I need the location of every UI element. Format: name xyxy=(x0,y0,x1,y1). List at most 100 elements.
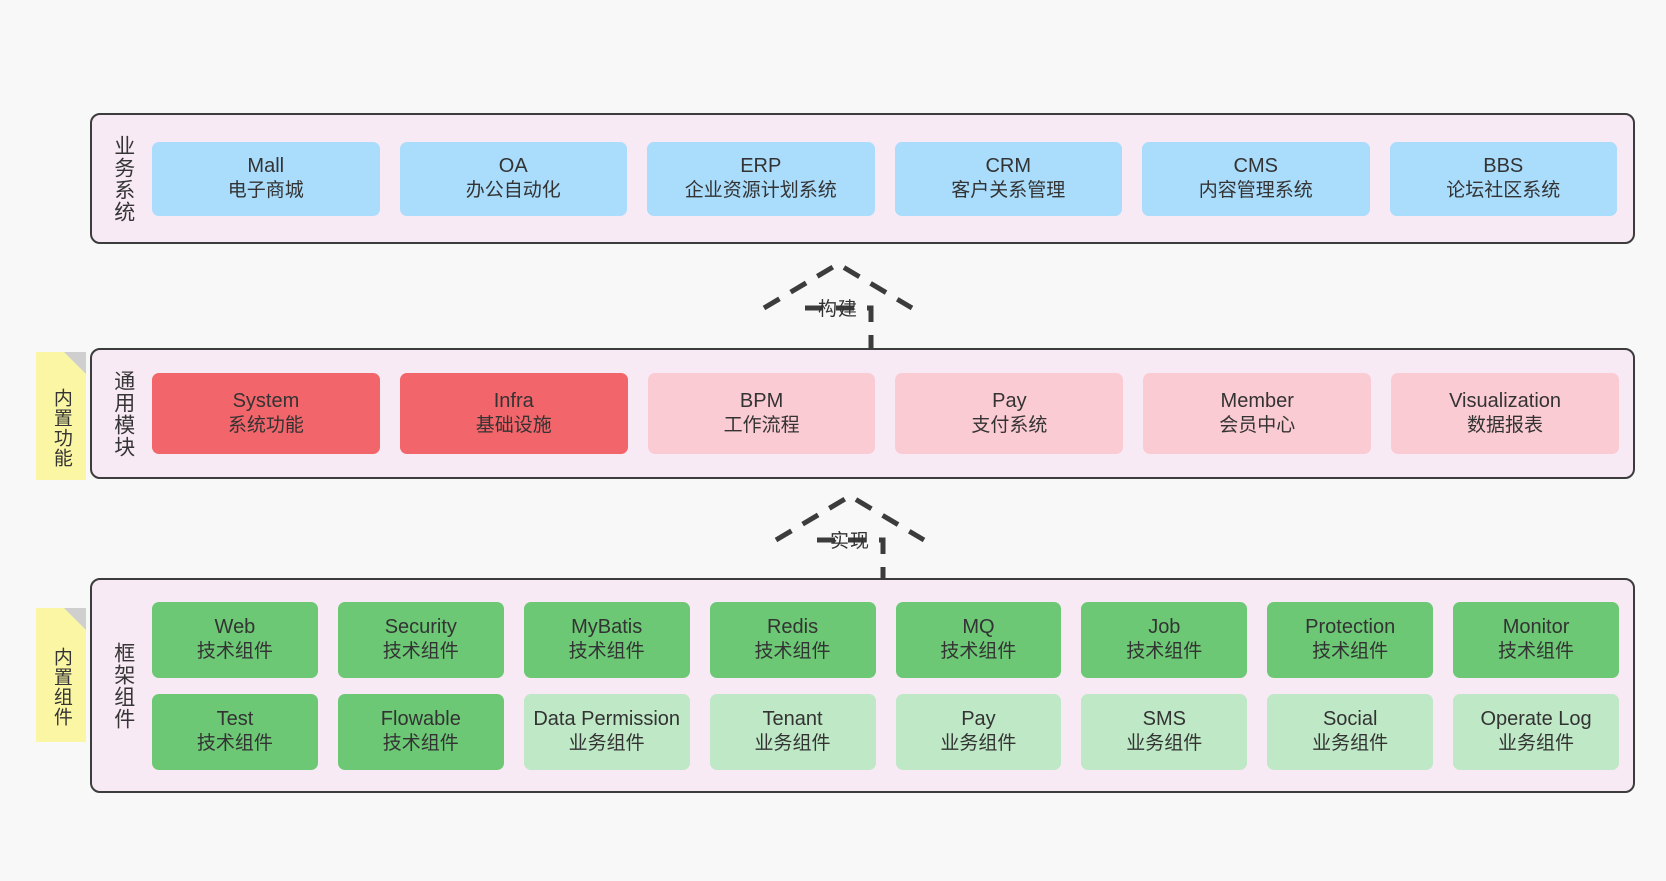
node-title: Security xyxy=(384,615,457,638)
node-subtitle: 基础设施 xyxy=(475,415,552,437)
node-title: ERP xyxy=(740,154,782,177)
node-title: Flowable xyxy=(380,707,461,730)
node-subtitle: 技术组件 xyxy=(382,641,459,663)
node-monitor[interactable]: Monitor 技术组件 xyxy=(1453,601,1619,678)
node-member[interactable]: Member 会员中心 xyxy=(1143,373,1372,454)
node-sms[interactable]: SMS 业务组件 xyxy=(1081,693,1248,770)
node-redis[interactable]: Redis 技术组件 xyxy=(709,601,876,678)
node-subtitle: 技术组件 xyxy=(1312,641,1389,663)
layer-row: Mall 电子商城 OA 办公自动化 ERP 企业资源计划系统 CRM 客户关系… xyxy=(152,141,1617,216)
node-title: Visualization xyxy=(1449,389,1562,412)
node-web[interactable]: Web 技术组件 xyxy=(152,601,318,678)
sticky-note-builtin-function: 内置功能 xyxy=(36,352,86,480)
node-title: Test xyxy=(216,707,254,730)
node-title: Social xyxy=(1322,707,1378,730)
node-title: Redis xyxy=(766,615,819,638)
node-erp[interactable]: ERP 企业资源计划系统 xyxy=(647,141,875,216)
node-subtitle: 支付系统 xyxy=(971,415,1048,437)
node-title: SMS xyxy=(1142,707,1186,730)
node-subtitle: 技术组件 xyxy=(568,641,645,663)
node-protection[interactable]: Protection 技术组件 xyxy=(1267,601,1434,678)
node-infra[interactable]: Infra 基础设施 xyxy=(399,373,628,454)
node-title: OA xyxy=(498,154,528,177)
node-pay-component[interactable]: Pay 业务组件 xyxy=(895,693,1062,770)
sticky-note-label: 内置功能 xyxy=(50,388,72,468)
node-social[interactable]: Social 业务组件 xyxy=(1267,693,1434,770)
node-pay[interactable]: Pay 支付系统 xyxy=(895,373,1124,454)
node-system[interactable]: System 系统功能 xyxy=(152,373,380,454)
node-subtitle: 内容管理系统 xyxy=(1198,180,1313,202)
node-title: System xyxy=(232,389,300,412)
node-subtitle: 会员中心 xyxy=(1219,415,1296,437)
node-title: Pay xyxy=(961,707,996,730)
node-title: Protection xyxy=(1305,615,1396,638)
node-title: Tenant xyxy=(762,707,823,730)
node-title: BBS xyxy=(1483,154,1524,177)
node-subtitle: 技术组件 xyxy=(1498,641,1575,663)
node-oa[interactable]: OA 办公自动化 xyxy=(399,141,627,216)
node-bbs[interactable]: BBS 论坛社区系统 xyxy=(1389,141,1617,216)
node-subtitle: 业务组件 xyxy=(1312,733,1389,755)
connector-implement: 实现 xyxy=(760,488,940,587)
sticky-note-label: 内置组件 xyxy=(50,647,72,727)
node-title: CMS xyxy=(1233,154,1278,177)
layer-title-business-system: 业务系统 xyxy=(111,134,135,223)
node-title: Operate Log xyxy=(1480,707,1592,730)
node-visualization[interactable]: Visualization 数据报表 xyxy=(1391,373,1619,454)
node-title: Monitor xyxy=(1502,615,1570,638)
layer-title-framework-component: 框架组件 xyxy=(111,641,135,730)
node-subtitle: 论坛社区系统 xyxy=(1446,180,1561,202)
node-subtitle: 电子商城 xyxy=(227,180,304,202)
node-title: CRM xyxy=(985,154,1032,177)
node-subtitle: 技术组件 xyxy=(754,641,831,663)
node-title: Data Permission xyxy=(533,707,681,730)
connector-build: 构建 xyxy=(748,256,928,355)
node-flowable[interactable]: Flowable 技术组件 xyxy=(337,693,504,770)
node-title: Web xyxy=(214,615,256,638)
node-title: BPM xyxy=(739,389,784,412)
layer-row: System 系统功能 Infra 基础设施 BPM 工作流程 Pay 支付系统… xyxy=(152,373,1619,454)
node-title: Job xyxy=(1148,615,1181,638)
node-tenant[interactable]: Tenant 业务组件 xyxy=(709,693,876,770)
node-subtitle: 工作流程 xyxy=(723,415,800,437)
layer-body-framework-component: Web 技术组件 Security 技术组件 MyBatis 技术组件 Redi… xyxy=(142,580,1633,791)
node-title: Member xyxy=(1220,389,1294,412)
generalization-arrow-icon xyxy=(762,261,914,355)
node-subtitle: 业务组件 xyxy=(940,733,1017,755)
node-data-permission[interactable]: Data Permission 业务组件 xyxy=(523,693,690,770)
node-subtitle: 技术组件 xyxy=(940,641,1017,663)
node-test[interactable]: Test 技术组件 xyxy=(152,693,318,770)
sticky-note-builtin-component: 内置组件 xyxy=(36,608,86,742)
node-cms[interactable]: CMS 内容管理系统 xyxy=(1142,141,1370,216)
node-title: MyBatis xyxy=(571,615,643,638)
node-subtitle: 技术组件 xyxy=(382,733,459,755)
node-subtitle: 技术组件 xyxy=(196,733,273,755)
node-security[interactable]: Security 技术组件 xyxy=(337,601,504,678)
connector-label: 构建 xyxy=(817,299,858,320)
node-title: Pay xyxy=(992,389,1027,412)
layer-panel-common-module: 通用模块 System 系统功能 Infra 基础设施 BPM 工作流程 Pay… xyxy=(90,348,1635,479)
node-subtitle: 业务组件 xyxy=(1126,733,1203,755)
node-mybatis[interactable]: MyBatis 技术组件 xyxy=(523,601,690,678)
generalization-arrow-icon xyxy=(774,493,926,587)
node-job[interactable]: Job 技术组件 xyxy=(1081,601,1248,678)
node-mq[interactable]: MQ 技术组件 xyxy=(895,601,1062,678)
node-operate-log[interactable]: Operate Log 业务组件 xyxy=(1453,693,1619,770)
layer-panel-framework-component: 框架组件 Web 技术组件 Security 技术组件 MyBatis 技术组件… xyxy=(90,578,1635,793)
layer-title-common-module: 通用模块 xyxy=(111,369,135,458)
node-subtitle: 业务组件 xyxy=(568,733,645,755)
layer-body-common-module: System 系统功能 Infra 基础设施 BPM 工作流程 Pay 支付系统… xyxy=(142,350,1633,477)
node-subtitle: 业务组件 xyxy=(754,733,831,755)
node-subtitle: 技术组件 xyxy=(196,641,273,663)
node-bpm[interactable]: BPM 工作流程 xyxy=(647,373,876,454)
layer-row: Test 技术组件 Flowable 技术组件 Data Permission … xyxy=(152,693,1619,770)
node-subtitle: 数据报表 xyxy=(1467,415,1544,437)
node-subtitle: 客户关系管理 xyxy=(951,180,1066,202)
layer-panel-business-system: 业务系统 Mall 电子商城 OA 办公自动化 ERP 企业资源计划系统 CRM… xyxy=(90,113,1635,244)
node-mall[interactable]: Mall 电子商城 xyxy=(152,141,380,216)
layer-body-business-system: Mall 电子商城 OA 办公自动化 ERP 企业资源计划系统 CRM 客户关系… xyxy=(142,115,1633,242)
connector-label: 实现 xyxy=(829,531,870,552)
node-subtitle: 企业资源计划系统 xyxy=(684,180,837,202)
layer-row: Web 技术组件 Security 技术组件 MyBatis 技术组件 Redi… xyxy=(152,601,1619,678)
node-crm[interactable]: CRM 客户关系管理 xyxy=(894,141,1122,216)
